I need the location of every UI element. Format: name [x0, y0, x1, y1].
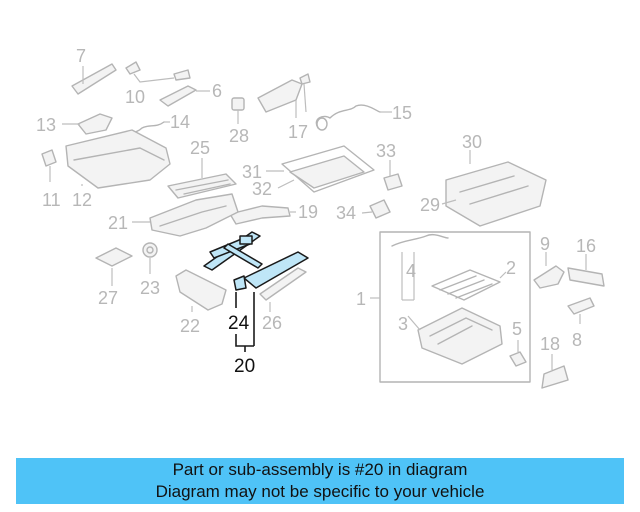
part-34-shape [361, 199, 391, 219]
label-14: 14 [170, 112, 190, 132]
part-29-shape [441, 199, 457, 205]
part-4-shape [391, 233, 449, 301]
label-21: 21 [108, 213, 128, 233]
label-19: 19 [298, 202, 318, 222]
label-5: 5 [512, 319, 522, 339]
part-12-shape [65, 129, 171, 189]
caption-line-1: Part or sub-assembly is #20 in diagram [172, 460, 468, 479]
label-15: 15 [392, 103, 412, 123]
caption-banner: Part or sub-assembly is #20 in diagram D… [16, 458, 624, 504]
label-1: 1 [356, 289, 366, 309]
part-22-shape [175, 269, 227, 312]
label-18: 18 [540, 334, 560, 354]
label-4: 4 [406, 261, 416, 281]
part-33-shape [383, 160, 403, 191]
label-2: 2 [506, 258, 516, 278]
label-25: 25 [190, 138, 210, 158]
part-10-shape [125, 61, 191, 83]
part-21-shape [132, 193, 239, 237]
part-20-seat-track [203, 231, 309, 289]
label-34: 34 [336, 203, 356, 223]
part-3-shape [407, 307, 503, 365]
callout-lines-20 [235, 292, 255, 352]
part-31-shape [266, 145, 375, 193]
label-27: 27 [98, 288, 118, 308]
label-11: 11 [42, 190, 61, 210]
label-20: 20 [234, 356, 255, 377]
label-24: 24 [228, 313, 250, 334]
label-3: 3 [398, 314, 408, 334]
part-8-shape [567, 297, 595, 324]
label-29: 29 [420, 195, 440, 215]
label-10: 10 [125, 87, 145, 107]
part-26-shape [259, 267, 307, 312]
part-30-shape [445, 150, 547, 227]
label-30: 30 [462, 132, 482, 152]
part-25-shape [167, 158, 237, 199]
label-8: 8 [572, 330, 582, 350]
label-7: 7 [76, 46, 86, 66]
label-12: 12 [72, 190, 92, 210]
part-9-shape [533, 252, 565, 289]
part-17-shape [257, 73, 311, 118]
label-6: 6 [212, 81, 222, 101]
part-7-shape [71, 63, 117, 95]
label-28: 28 [229, 126, 249, 146]
part-24-clip [233, 275, 247, 291]
parts-diagram: 7 10 6 28 17 15 13 14 [36, 46, 605, 389]
label-22: 22 [180, 316, 200, 336]
part-23-shape [142, 242, 158, 274]
part-5-shape [509, 340, 527, 367]
part-32-shape [277, 155, 365, 189]
label-23: 23 [140, 278, 160, 298]
label-17: 17 [288, 122, 308, 142]
label-16: 16 [576, 236, 596, 256]
part-16-shape [567, 254, 605, 287]
label-32: 32 [252, 179, 272, 199]
label-33: 33 [376, 141, 396, 161]
label-31: 31 [242, 162, 262, 182]
caption-line-2: Diagram may not be specific to your vehi… [155, 482, 485, 501]
label-26: 26 [262, 313, 282, 333]
part-18-shape [541, 354, 569, 389]
part-2-shape [431, 269, 507, 301]
part-19-shape [229, 205, 296, 225]
part-6-shape [159, 85, 210, 107]
part-27-shape [95, 247, 133, 286]
part-13-shape [62, 113, 113, 135]
label-13: 13 [36, 115, 56, 135]
part-11-shape [41, 149, 57, 182]
label-9: 9 [540, 234, 550, 254]
part-28-shape [231, 97, 245, 124]
part-15-shape [315, 104, 392, 131]
sub-assembly-1-box [370, 231, 531, 383]
